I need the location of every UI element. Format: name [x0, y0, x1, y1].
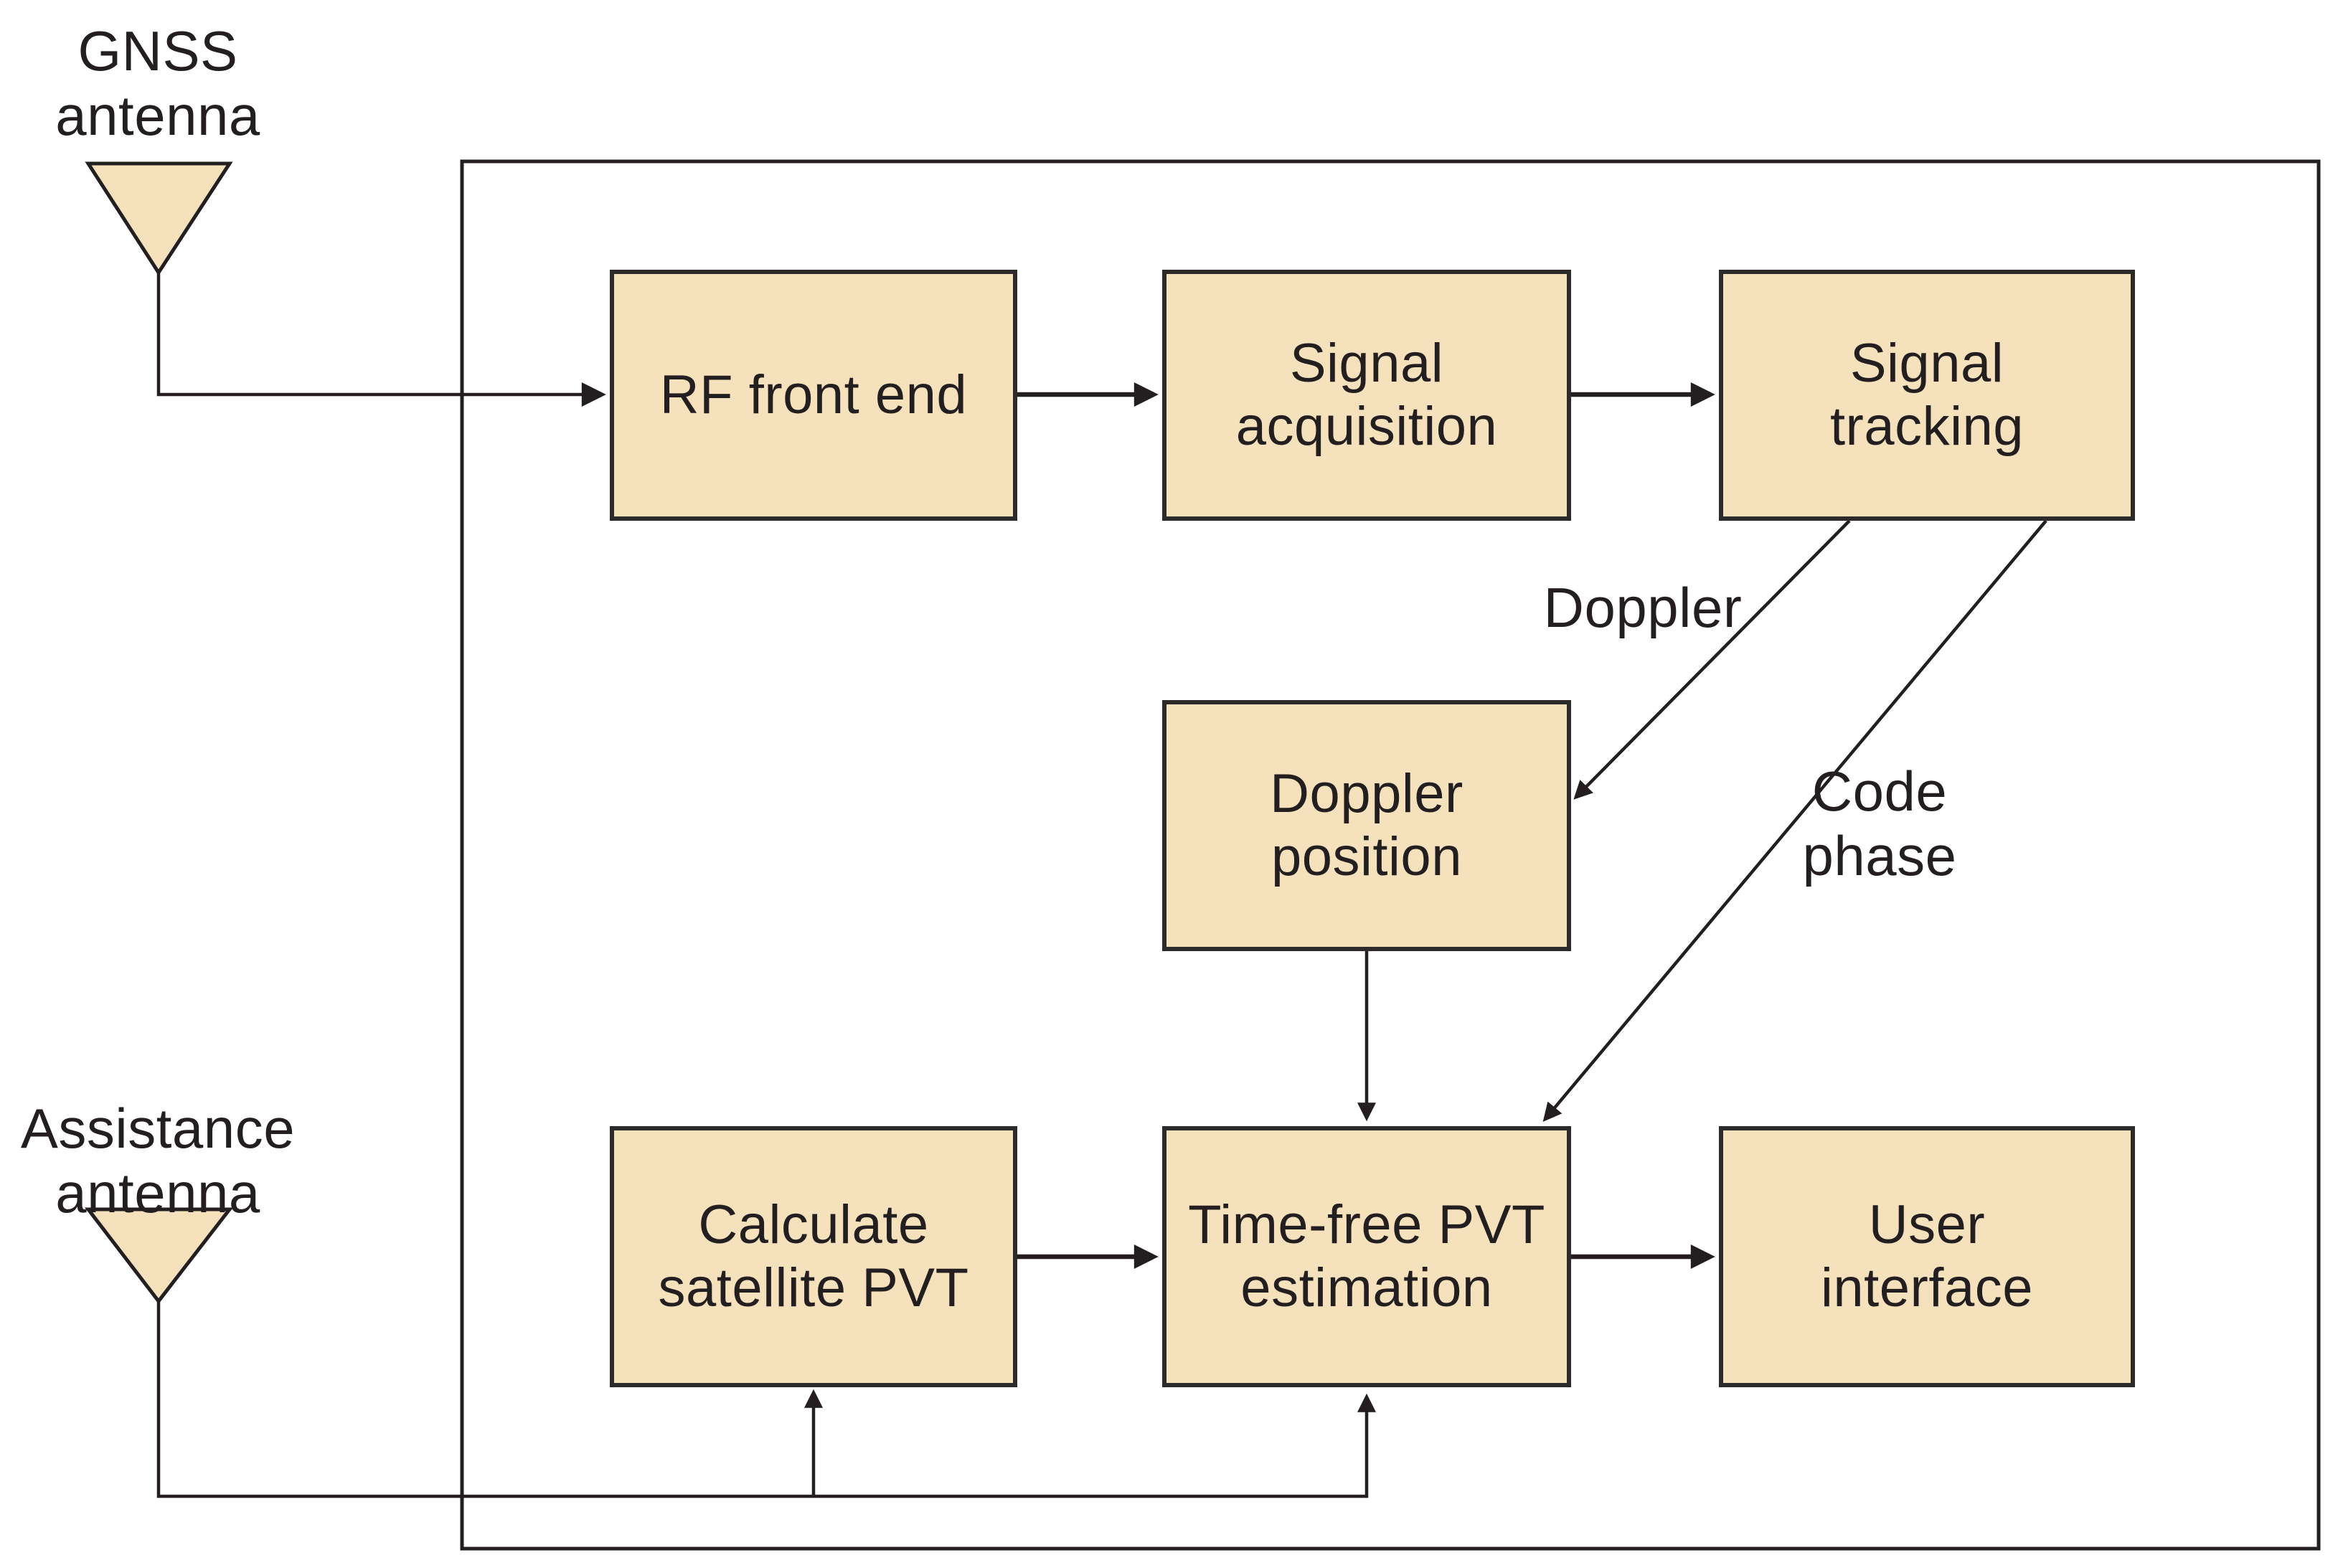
- block-label-line: estimation: [1240, 1257, 1493, 1318]
- label-line: antenna: [55, 84, 260, 147]
- label-line: GNSS: [77, 19, 238, 82]
- block-label-line: Signal: [1289, 333, 1444, 394]
- block-rf-front-end: RF front end: [610, 270, 1017, 521]
- block-label-line: Signal: [1849, 333, 2004, 394]
- gnss-antenna-icon: [85, 161, 233, 276]
- gnss-antenna-label: GNSS antenna: [0, 19, 316, 148]
- label-line: Assistance: [20, 1097, 296, 1160]
- block-doppler-position: Doppler position: [1162, 700, 1571, 951]
- receiver-enclosure-border: [460, 159, 2321, 1551]
- wire-assistance-antenna-to-time-free-pvt: [156, 1301, 1376, 1498]
- label-line: phase: [1802, 824, 1957, 887]
- block-signal-tracking: Signal tracking: [1719, 270, 2135, 521]
- block-calculate-satellite-pvt: Calculate satellite PVT: [610, 1126, 1017, 1387]
- block-label-line: Calculate: [698, 1194, 929, 1255]
- doppler-edge-label: Doppler: [1478, 575, 1808, 640]
- assistance-antenna-label: Assistance antenna: [0, 1096, 316, 1225]
- block-label-line: satellite PVT: [658, 1257, 969, 1318]
- block-label-line: User: [1868, 1194, 1986, 1255]
- block-label-line: interface: [1821, 1257, 2033, 1318]
- block-label-line: Time-free PVT: [1188, 1194, 1545, 1255]
- block-time-free-pvt-estimation: Time-free PVT estimation: [1162, 1126, 1571, 1387]
- block-label-line: position: [1271, 826, 1462, 887]
- arrow-signal-tracking-code-phase-to-time-free-pvt: [1542, 519, 2047, 1122]
- code-phase-edge-label: Code phase: [1715, 759, 2045, 888]
- label-line: Doppler: [1543, 576, 1743, 639]
- block-label-line: acquisition: [1235, 396, 1498, 457]
- label-line: antenna: [55, 1161, 260, 1224]
- assistance-antenna-icon: [84, 1207, 234, 1305]
- block-label-line: RF front end: [659, 364, 968, 425]
- block-label-line: Doppler: [1270, 763, 1463, 824]
- arrow-signal-tracking-doppler-to-doppler-position: [1573, 519, 1851, 800]
- wire-gnss-antenna-to-rf-front-end: [156, 273, 606, 407]
- block-user-interface: User interface: [1719, 1126, 2135, 1387]
- block-signal-acquisition: Signal acquisition: [1162, 270, 1571, 521]
- label-line: Code: [1811, 760, 1948, 823]
- block-label-line: tracking: [1829, 396, 2024, 457]
